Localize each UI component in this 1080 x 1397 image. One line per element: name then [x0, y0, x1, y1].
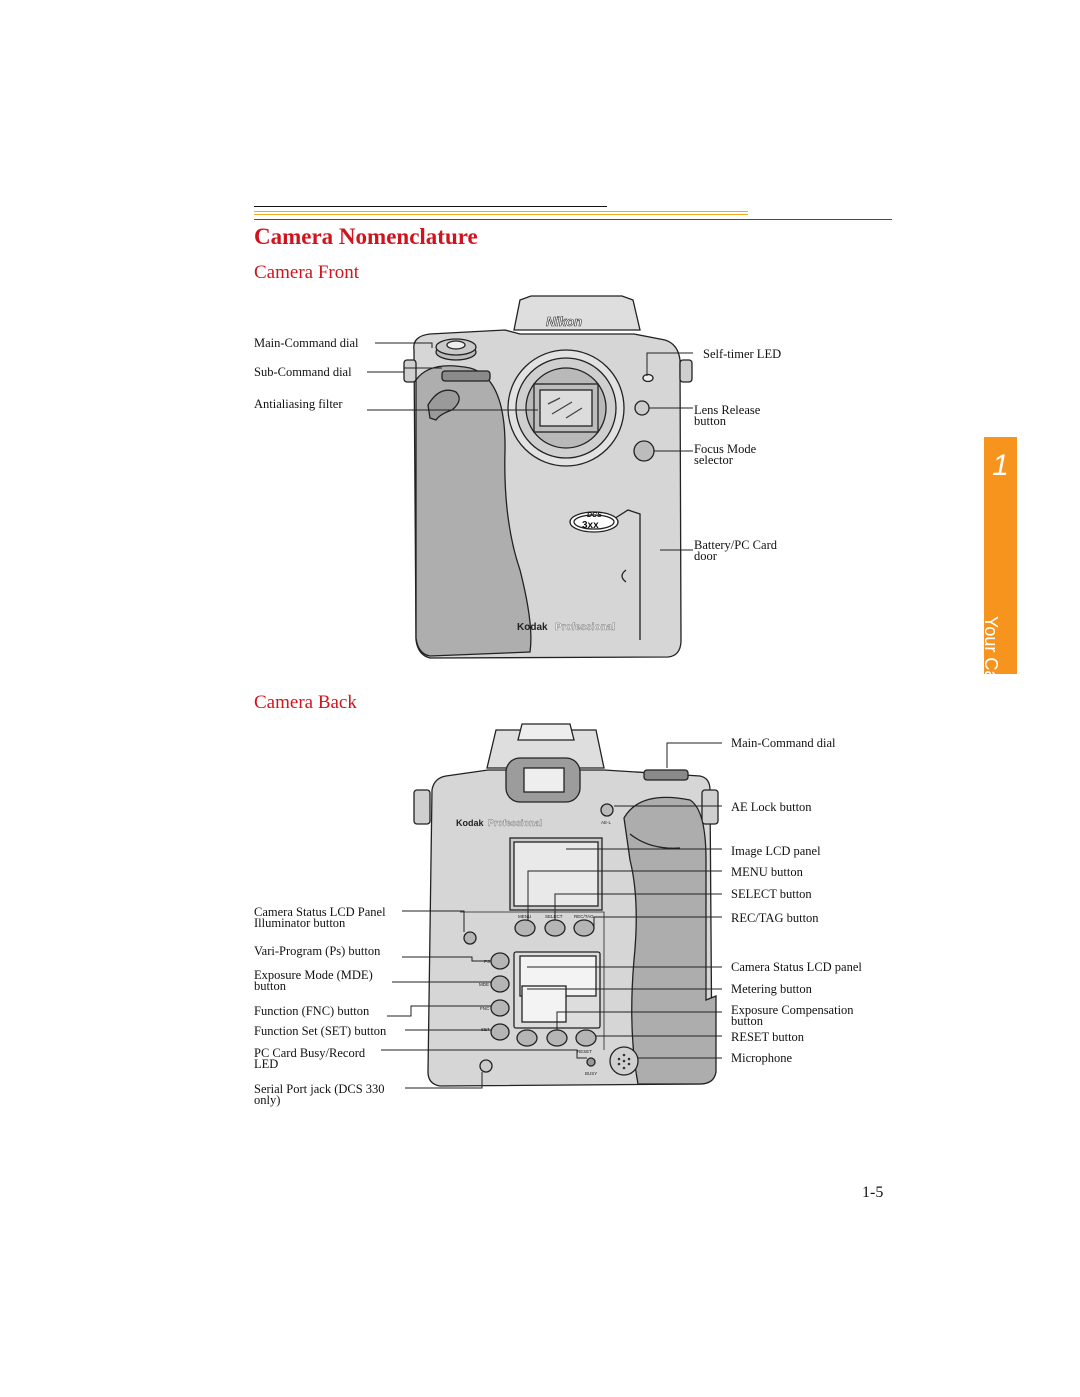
chapter-tab: 1 Your Camera — [981, 437, 1017, 721]
label-battery-door-line2: door — [694, 549, 717, 563]
label-self-timer-led: Self-timer LED — [703, 347, 782, 361]
label-lens-release-line2: button — [694, 414, 726, 428]
label-illuminator-line1: Camera Status LCD Panel — [254, 905, 386, 919]
label-function-set: Function Set (SET) button — [254, 1024, 387, 1038]
label-exposure-mode: Exposure Mode (MDE) button — [254, 968, 373, 993]
label-focus-mode-line1: Focus Mode — [694, 442, 757, 456]
top-rule-orange-2 — [254, 214, 748, 215]
camera-front-illustration: Nikon DCS 3xx Kodak Professional — [367, 295, 693, 659]
top-rule-red — [254, 219, 892, 220]
label-menu-button: MENU button — [731, 865, 803, 879]
label-exposure-compensation-line1: Exposure Compensation — [731, 1003, 854, 1017]
busy-text: BUSY — [585, 1071, 597, 1076]
camera-back-title: Camera Back — [254, 692, 357, 713]
kodak-logo-back: Kodak — [456, 818, 485, 828]
professional-logo-back: Professional — [488, 818, 542, 828]
label-exposure-compensation-line2: button — [731, 1014, 763, 1028]
label-illuminator-line2: Illuminator button — [254, 916, 346, 930]
label-pc-card-busy-line1: PC Card Busy/Record — [254, 1046, 366, 1060]
label-select-button: SELECT button — [731, 887, 812, 901]
label-ae-lock: AE Lock button — [731, 800, 812, 814]
label-main-command-dial-back: Main-Command dial — [731, 736, 836, 750]
professional-logo-front: Professional — [555, 622, 615, 633]
label-pc-card-busy: PC Card Busy/Record LED — [254, 1046, 366, 1071]
select-text: SELECT — [545, 914, 563, 919]
rec-tag-text: REC/TAG — [574, 914, 594, 919]
page-number: 1-5 — [862, 1184, 884, 1201]
label-serial-port-line1: Serial Port jack (DCS 330 — [254, 1082, 385, 1096]
label-image-lcd: Image LCD panel — [731, 844, 821, 858]
chapter-number: 1 — [992, 449, 1009, 482]
label-rec-tag-button: REC/TAG button — [731, 911, 819, 925]
mde-text: MDE — [479, 982, 489, 987]
label-serial-port-line2: only) — [254, 1093, 281, 1107]
label-status-lcd-panel: Camera Status LCD panel — [731, 960, 862, 974]
label-vari-program: Vari-Program (Ps) button — [254, 944, 381, 958]
label-lens-release: Lens Release button — [694, 403, 761, 428]
label-exposure-mode-line2: button — [254, 979, 286, 993]
label-battery-door: Battery/PC Card door — [694, 538, 777, 563]
label-microphone: Microphone — [731, 1051, 793, 1065]
top-rule-black — [254, 206, 607, 207]
model-badge: 3xx — [582, 520, 599, 531]
page-title: Camera Nomenclature — [254, 224, 478, 249]
label-antialiasing-filter: Antialiasing filter — [254, 397, 343, 411]
label-lens-release-line1: Lens Release — [694, 403, 761, 417]
fnc-text: FNC — [480, 1006, 490, 1011]
label-exposure-mode-line1: Exposure Mode (MDE) — [254, 968, 373, 982]
camera-back-illustration: Kodak Professional AE-L MENU SELECT REC/… — [381, 723, 722, 1089]
dcs-logo: DCS — [587, 512, 602, 519]
camera-front-title: Camera Front — [254, 262, 360, 283]
label-focus-mode: Focus Mode selector — [694, 442, 757, 467]
menu-text: MENU — [518, 914, 531, 919]
label-function-fnc: Function (FNC) button — [254, 1004, 370, 1018]
label-battery-door-line1: Battery/PC Card — [694, 538, 777, 552]
label-serial-port: Serial Port jack (DCS 330 only) — [254, 1082, 385, 1107]
label-focus-mode-line2: selector — [694, 453, 733, 467]
reset-text: RESET — [577, 1049, 592, 1054]
label-sub-command-dial: Sub-Command dial — [254, 365, 352, 379]
label-reset-button: RESET button — [731, 1030, 805, 1044]
label-metering-button: Metering button — [731, 982, 812, 996]
label-pc-card-busy-line2: LED — [254, 1057, 279, 1071]
label-exposure-compensation: Exposure Compensation button — [731, 1003, 854, 1028]
top-rule-orange — [254, 211, 748, 212]
label-illuminator-button: Camera Status LCD Panel Illuminator butt… — [254, 905, 386, 930]
ae-l-text: AE-L — [601, 820, 612, 825]
label-main-command-dial-front: Main-Command dial — [254, 336, 359, 350]
kodak-logo-front: Kodak — [517, 622, 548, 633]
nikon-logo: Nikon — [546, 314, 582, 329]
